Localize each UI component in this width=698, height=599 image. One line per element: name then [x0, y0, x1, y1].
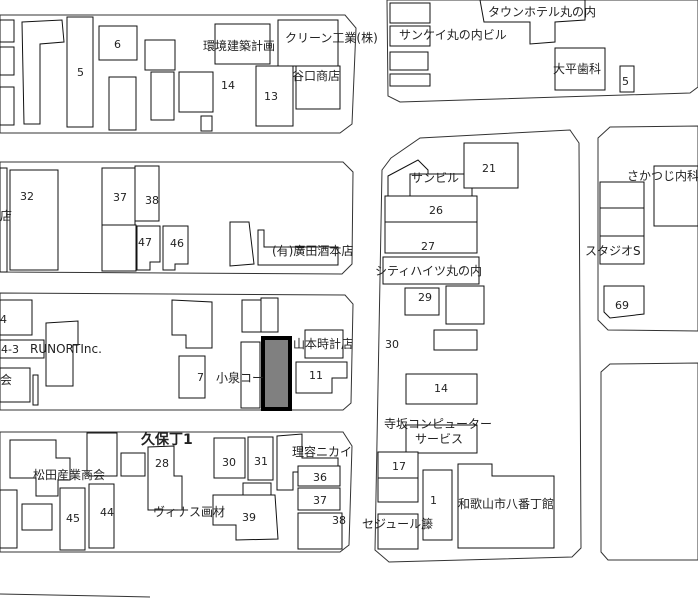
lot-number-n43: 4-3	[1, 343, 19, 356]
buildings-row2	[0, 165, 339, 273]
label-terasaka-1[interactable]: 寺坂コンピューター	[384, 417, 492, 431]
bottom-road-edge	[0, 593, 151, 598]
lot-number-n14b: 14	[434, 382, 448, 395]
lot-number-n17: 17	[392, 460, 406, 473]
block-right-bottom	[600, 362, 698, 561]
lot-number-n37b: 37	[313, 494, 327, 507]
label-terasaka-2[interactable]: サービス	[415, 432, 463, 446]
lot-number-n38a: 38	[145, 194, 159, 207]
lot-number-n37a: 37	[113, 191, 127, 204]
lot-number-n21: 21	[482, 162, 496, 175]
label-koizumi[interactable]: 小泉コー	[216, 371, 264, 385]
lot-number-n26: 26	[429, 204, 443, 217]
label-venus[interactable]: ヴィナス画材	[153, 504, 225, 519]
label-sejour[interactable]: セジュール籐	[362, 516, 433, 531]
label-ohira[interactable]: 大平歯科	[553, 62, 601, 76]
lot-number-n6: 6	[114, 38, 121, 51]
buildings-row4	[0, 432, 343, 551]
lot-number-n28: 28	[155, 457, 169, 470]
label-hachiban[interactable]: 和歌山市八番丁館	[458, 496, 554, 511]
place-labels: タウンホテル丸の内 サンケイ丸の内ビル 環境建築計画 クリーン工業(株) 谷口商…	[0, 5, 698, 531]
label-yamamoto[interactable]: 山本時計店	[293, 336, 353, 351]
lot-number-n5a: 5	[77, 66, 84, 79]
label-runort[interactable]: RUNORTInc.	[30, 342, 102, 356]
label-kankyo[interactable]: 環境建築計画	[203, 38, 275, 53]
label-sunbuil[interactable]: サンビル	[411, 171, 459, 185]
lot-number-n7: 7	[197, 371, 204, 384]
label-city-heights[interactable]: シティハイツ丸の内	[375, 264, 482, 278]
label-kai[interactable]: 商会	[0, 372, 12, 387]
lot-numbers: 6 5 14 13 5 32 37 38 47 46 21 26 27 29 6…	[0, 38, 629, 527]
label-sakatsuji[interactable]: さかつじ内科	[627, 169, 698, 183]
lot-number-n27: 27	[421, 240, 435, 253]
lot-number-n30b: 30	[222, 456, 236, 469]
block-row2-left	[0, 161, 354, 275]
highlighted-building[interactable]	[261, 336, 292, 411]
lot-number-n4: -4	[0, 313, 7, 326]
buildings-top-right	[389, 0, 635, 93]
label-hirota[interactable]: (有)廣田酒本店	[272, 244, 353, 258]
lot-number-n44: 44	[100, 506, 114, 519]
label-clean[interactable]: クリーン工業(株)	[285, 30, 378, 45]
label-rikyo[interactable]: 理容ニカイ	[292, 444, 352, 459]
lot-number-n32: 32	[20, 190, 34, 203]
lot-number-n29: 29	[418, 291, 432, 304]
buildings-center	[377, 142, 555, 550]
lot-number-n69: 69	[615, 299, 629, 312]
lot-number-n47: 47	[138, 236, 152, 249]
lot-number-n31: 31	[254, 455, 268, 468]
label-taniguchi[interactable]: 谷口商店	[292, 68, 340, 83]
label-sankei[interactable]: サンケイ丸の内ビル	[399, 28, 507, 42]
lot-number-n36: 36	[313, 471, 327, 484]
lot-number-n11: 11	[309, 369, 323, 382]
buildings-row3	[0, 297, 348, 411]
lot-number-n1: 1	[430, 494, 437, 507]
lot-number-n45: 45	[66, 512, 80, 525]
lot-number-n46: 46	[170, 237, 184, 250]
label-matsuda[interactable]: 松田産業商会	[33, 467, 105, 482]
label-sakaten[interactable]: 酒店	[0, 209, 12, 223]
buildings-top-left	[0, 16, 341, 132]
lot-number-n38b: 38	[332, 514, 346, 527]
lot-number-n14a: 14	[221, 79, 235, 92]
area-label[interactable]: 久保丁1	[140, 431, 193, 448]
lot-number-n30a: 30	[385, 338, 399, 351]
label-studio[interactable]: スタジオS	[585, 244, 641, 258]
lot-number-n39: 39	[242, 511, 256, 524]
buildings-right	[599, 165, 698, 319]
lot-number-n5b: 5	[622, 75, 629, 88]
lot-number-n13: 13	[264, 90, 278, 103]
label-town-hotel[interactable]: タウンホテル丸の内	[488, 5, 596, 19]
